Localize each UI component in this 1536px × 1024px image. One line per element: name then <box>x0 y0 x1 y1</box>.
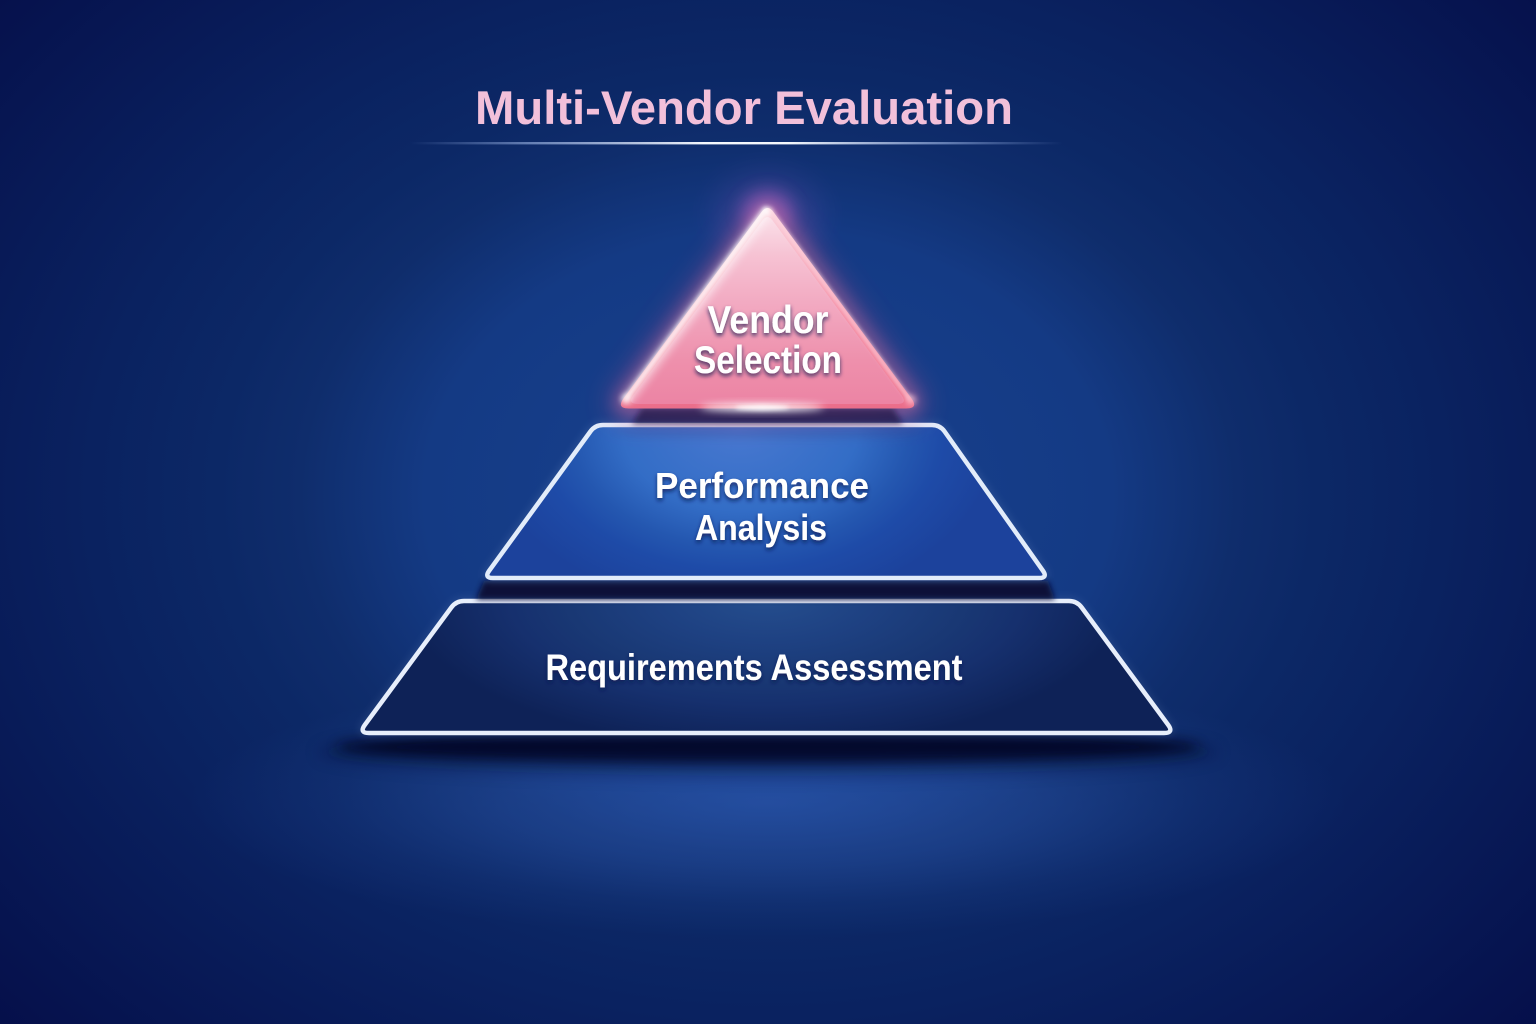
svg-text:Performance: Performance <box>655 465 869 506</box>
svg-text:Analysis: Analysis <box>695 507 827 548</box>
svg-text:Multi-Vendor Evaluation: Multi-Vendor Evaluation <box>475 81 1013 134</box>
svg-text:Selection: Selection <box>694 339 842 382</box>
svg-text:Vendor: Vendor <box>708 299 829 342</box>
svg-text:Requirements Assessment: Requirements Assessment <box>546 647 963 688</box>
